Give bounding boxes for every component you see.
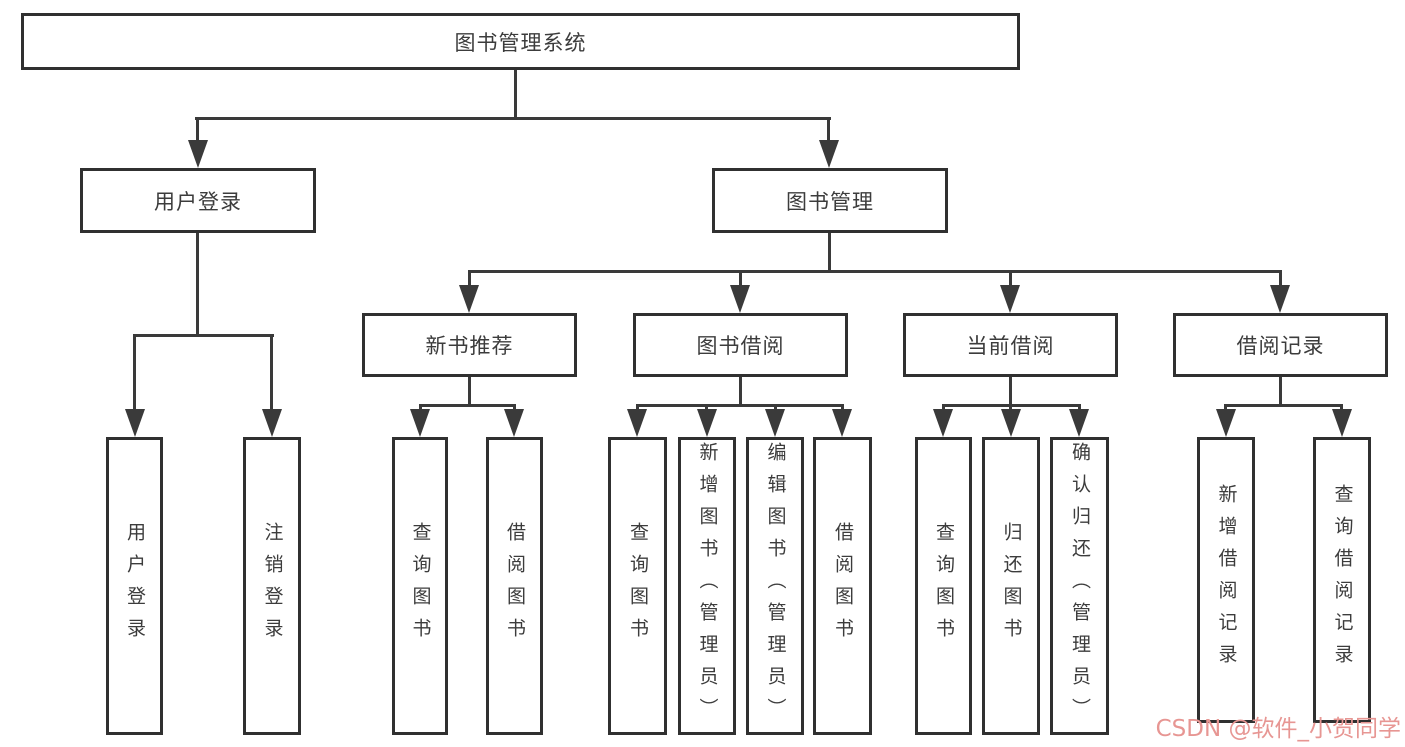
connector-drop <box>419 404 422 412</box>
node-label: 新书推荐 <box>425 334 514 358</box>
node-label: 查询图书 <box>933 522 955 650</box>
node-label: 注销登录 <box>261 522 284 650</box>
connector-stem-mgmt <box>828 233 831 273</box>
connector-drop <box>827 117 830 143</box>
node-label: 图书借阅 <box>696 334 785 358</box>
connector-stem-current <box>1009 377 1012 407</box>
arrow-down-icon <box>832 409 852 437</box>
connector-stem-user <box>196 233 199 337</box>
connector-branch-recommend <box>419 404 516 407</box>
arrow-down-icon <box>1000 285 1020 313</box>
leaf-query-books-current: 查询图书 <box>915 437 972 735</box>
arrow-down-icon <box>697 409 717 437</box>
leaf-add-borrow-record: 新增借阅记录 <box>1197 437 1255 723</box>
arrow-down-icon <box>1332 409 1352 437</box>
connector-drop <box>841 404 844 412</box>
connector-branch-user <box>133 334 274 337</box>
connector-drop <box>774 404 777 412</box>
arrow-down-icon <box>410 409 430 437</box>
node-label: 用户登录 <box>154 189 242 214</box>
connector-branch-records <box>1224 404 1342 407</box>
connector-drop <box>1078 404 1081 412</box>
connector-drop <box>468 270 471 288</box>
node-label: 借阅图书 <box>832 522 854 650</box>
connector-stem-recommend <box>468 377 471 407</box>
node-label: 编辑图书（管理员） <box>764 442 787 730</box>
leaf-add-books-admin: 新增图书（管理员） <box>678 437 736 735</box>
connector-drop <box>133 334 136 412</box>
node-label: 查询图书 <box>409 522 432 650</box>
leaf-borrow-books: 借阅图书 <box>813 437 872 735</box>
node-user-login: 用户登录 <box>80 168 316 233</box>
arrow-down-icon <box>1270 285 1290 313</box>
arrow-down-icon <box>188 140 208 168</box>
arrow-down-icon <box>504 409 524 437</box>
arrow-down-icon <box>1216 409 1236 437</box>
connector-stem-records <box>1279 377 1282 407</box>
arrow-down-icon <box>1069 409 1089 437</box>
connector-drop <box>705 404 708 412</box>
connector-drop <box>1340 404 1343 412</box>
arrow-down-icon <box>819 140 839 168</box>
connector-drop <box>513 404 516 412</box>
connector-drop <box>1224 404 1227 412</box>
connector-drop <box>739 270 742 288</box>
connector-drop <box>1009 404 1012 412</box>
node-label: 用户登录 <box>124 522 146 650</box>
connector-drop <box>1279 270 1282 288</box>
arrow-down-icon <box>1001 409 1021 437</box>
connector-branch-level1 <box>195 117 831 120</box>
arrow-down-icon <box>627 409 647 437</box>
connector-branch-mgmt <box>468 270 1282 273</box>
node-label: 借阅图书 <box>504 522 526 650</box>
arrow-down-icon <box>262 409 282 437</box>
connector-drop <box>1009 270 1012 288</box>
arrow-down-icon <box>933 409 953 437</box>
node-label: 图书管理 <box>786 189 874 214</box>
arrow-down-icon <box>459 285 479 313</box>
leaf-return-books: 归还图书 <box>982 437 1040 735</box>
arrow-down-icon <box>125 409 145 437</box>
node-label: 查询借阅记录 <box>1331 484 1354 676</box>
leaf-confirm-return-admin: 确认归还（管理员） <box>1050 437 1109 735</box>
arrow-down-icon <box>730 285 750 313</box>
node-book-management: 图书管理 <box>712 168 948 233</box>
node-current-borrowing: 当前借阅 <box>903 313 1118 377</box>
leaf-query-books-borrowing: 查询图书 <box>608 437 667 735</box>
leaf-borrow-books-recommend: 借阅图书 <box>486 437 543 735</box>
connector-drop <box>636 404 639 412</box>
node-label: 确认归还（管理员） <box>1069 442 1091 730</box>
node-library-system: 图书管理系统 <box>21 13 1020 70</box>
leaf-query-books-recommend: 查询图书 <box>392 437 448 735</box>
leaf-user-login: 用户登录 <box>106 437 163 735</box>
node-label: 新增图书（管理员） <box>696 442 719 730</box>
node-label: 当前借阅 <box>966 334 1055 358</box>
connector-branch-borrowing <box>636 404 843 407</box>
leaf-query-borrow-record: 查询借阅记录 <box>1313 437 1371 723</box>
arrow-down-icon <box>765 409 785 437</box>
node-label: 借阅记录 <box>1236 334 1325 358</box>
leaf-edit-books-admin: 编辑图书（管理员） <box>746 437 804 735</box>
connector-stem-borrowing <box>739 377 742 407</box>
node-borrowing-records: 借阅记录 <box>1173 313 1388 377</box>
connector-drop <box>270 334 273 412</box>
watermark: CSDN @软件_小贺同学 <box>1155 716 1401 742</box>
connector-drop <box>942 404 945 412</box>
node-label: 归还图书 <box>1000 522 1023 650</box>
node-label: 查询图书 <box>627 522 649 650</box>
node-label: 新增借阅记录 <box>1215 484 1238 676</box>
connector-drop <box>196 117 199 143</box>
connector-stem-root <box>514 70 517 120</box>
node-book-borrowing: 图书借阅 <box>633 313 848 377</box>
leaf-logout: 注销登录 <box>243 437 301 735</box>
node-label: 图书管理系统 <box>454 30 587 55</box>
node-new-book-recommendation: 新书推荐 <box>362 313 577 377</box>
